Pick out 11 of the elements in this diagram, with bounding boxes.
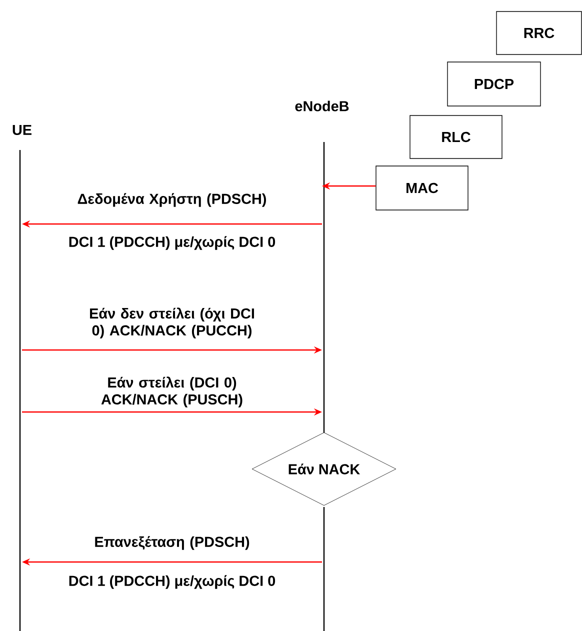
- participant-lifeline: UE: [12, 124, 32, 631]
- message-label: Δεδομένα Χρήστη (PDSCH): [78, 193, 266, 207]
- layer-box: RLC: [410, 115, 502, 159]
- layer-box: RRC: [496, 11, 582, 55]
- message-label: Επανεξέταση (PDSCH): [95, 536, 250, 550]
- layer-box: PDCP: [447, 62, 541, 106]
- message-label: DCI 1 (PDCCH) με/χωρίς DCI 0: [69, 236, 276, 250]
- message-label: Εάν δεν στείλει (όχι DCI 0) ACK/NACK (PUCCH): [90, 308, 254, 338]
- message-label: Εάν στείλει (DCI 0) ACK/NACK (PUSCH): [101, 376, 242, 408]
- message-label: DCI 1 (PDCCH) με/χωρίς DCI 0: [69, 575, 276, 589]
- layer-box: MAC: [376, 166, 468, 210]
